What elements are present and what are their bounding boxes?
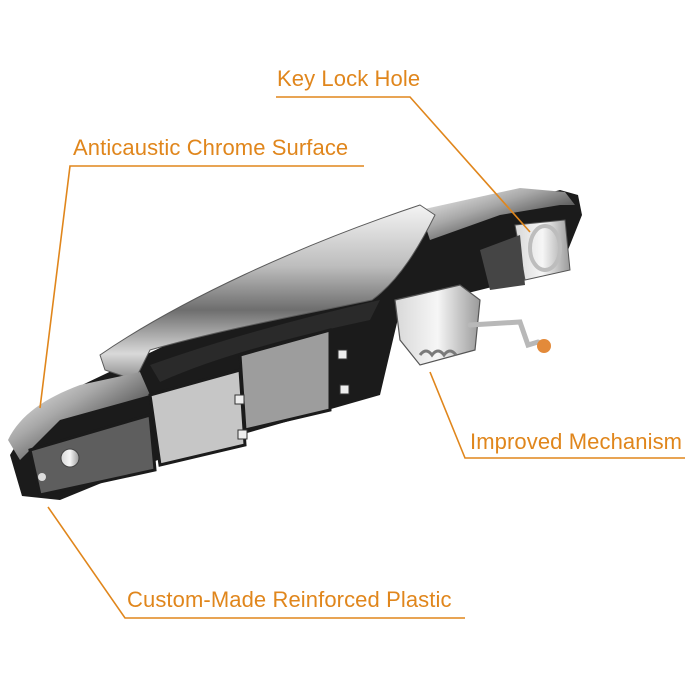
- mechanism-bracket: [394, 284, 481, 366]
- mount-clip: [38, 473, 46, 481]
- leader-line-chrome-surface: [39, 165, 364, 409]
- actuator-rod-tip: [537, 339, 551, 353]
- mount-clip: [237, 429, 248, 440]
- mount-clip: [337, 349, 348, 360]
- mount-clip: [234, 394, 245, 405]
- chrome-grip: [99, 204, 436, 381]
- frame-panel-left: [148, 368, 247, 467]
- mechanism-spring: [418, 349, 458, 358]
- chrome-end-cap-right: [420, 188, 575, 240]
- lock-linkage: [480, 235, 525, 290]
- leader-line-key-lock-hole: [276, 96, 531, 233]
- grip-opening: [150, 300, 380, 382]
- mount-clip: [339, 384, 350, 395]
- callout-chrome-surface: Anticaustic Chrome Surface: [73, 135, 349, 160]
- mount-clip: [60, 448, 80, 468]
- actuator-rod: [467, 319, 541, 349]
- chrome-end-cap-left: [8, 372, 150, 460]
- leader-line-plastic: [47, 506, 465, 619]
- lock-ring: [528, 224, 562, 272]
- leader-line-mechanism: [429, 371, 685, 459]
- callout-plastic: Custom-Made Reinforced Plastic: [127, 587, 452, 612]
- frame-panel-far-left: [28, 413, 157, 497]
- callout-mechanism: Improved Mechanism: [470, 429, 683, 454]
- callout-key-lock-hole: Key Lock Hole: [277, 66, 421, 91]
